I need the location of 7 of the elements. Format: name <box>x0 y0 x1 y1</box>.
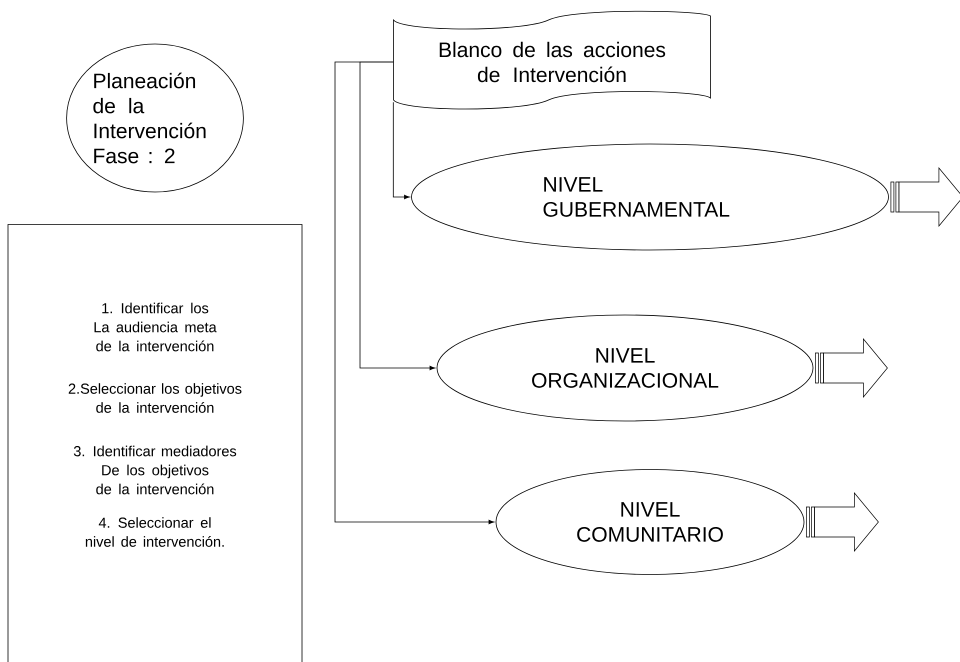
connector-arrow <box>334 62 494 524</box>
block-arrow <box>898 167 960 227</box>
connector-arrow <box>360 62 436 370</box>
connector-arrow <box>392 102 410 200</box>
block-arrow <box>823 338 888 398</box>
step-list-box: 1. Identificar los La audiencia meta de la intervención 2.Seleccionar los objetivos de la intervención 3. Identificar mediadores De los objetivos de la intervención 4. Seleccionar el nivel de intervención. <box>8 224 302 662</box>
block-arrow <box>814 492 879 552</box>
